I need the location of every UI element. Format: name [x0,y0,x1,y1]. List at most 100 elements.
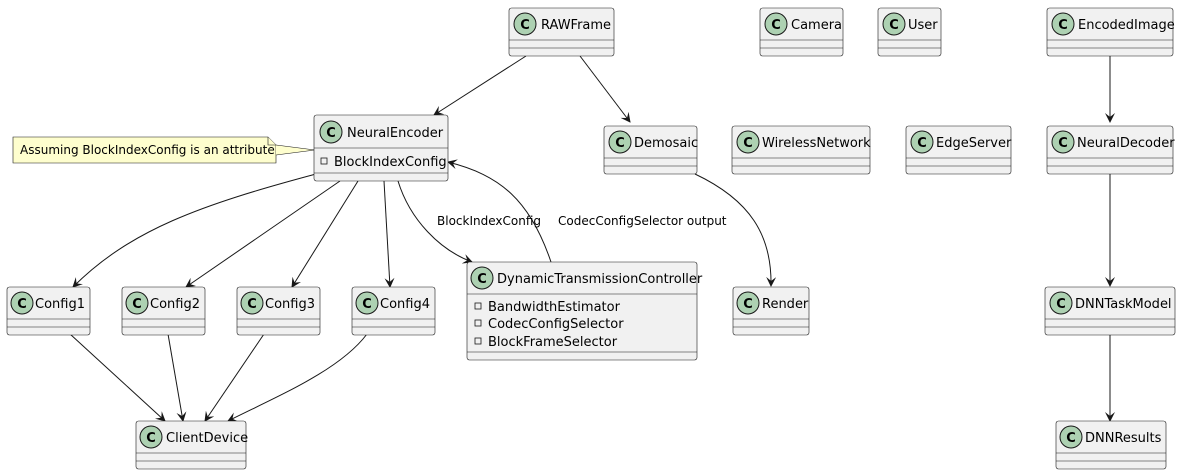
class-name: Camera [791,18,842,33]
edge-neuralencoder-dtc [397,180,473,264]
class-dnntaskmodel[interactable]: C DNNTaskModel [1044,286,1176,336]
class-wirelessnetwork[interactable]: C WirelessNetwork [731,125,871,175]
edge-demosaic-render [694,173,777,287]
class-icon [1051,12,1075,36]
class-icon [10,291,34,315]
note-corner [267,137,276,146]
class-neuralencoder[interactable]: C NeuralEncoder BlockIndexConfig [313,114,449,182]
edges [69,55,1115,422]
note: Assuming BlockIndexConfig is an attribut… [12,136,316,164]
class-name: Config4 [380,297,430,312]
class-name: Config3 [265,297,315,312]
class-icon [1049,291,1073,315]
private-attribute-icon [474,337,482,345]
class-name: DNNTaskModel [1075,297,1172,312]
class-name: WirelessNetwork [762,136,871,151]
note-text: Assuming BlockIndexConfig is an attribut… [20,143,275,157]
class-name: Render [762,297,809,312]
class-icon-glyph: C [771,18,781,33]
edge-rawframe-demosaic [579,55,631,123]
attribute-blockindexconfig: BlockIndexConfig [334,155,447,170]
class-icon-glyph: C [743,297,753,312]
class-name: RAWFrame [541,18,611,33]
edge-rawframe-neuralencoder [433,55,527,116]
edge-neuralencoder-config3 [291,180,359,288]
edge-config4-clientdevice [227,333,368,422]
class-neuraldecoder[interactable]: C NeuralDecoder [1046,125,1175,175]
private-attribute-icon [320,157,328,165]
class-icon-glyph: C [1058,18,1068,33]
class-config1[interactable]: C Config1 [6,286,91,336]
class-encodedimage[interactable]: C EncodedImage [1046,7,1175,57]
class-icon-glyph: C [247,297,257,312]
class-rawframe[interactable]: C RAWFrame [508,7,615,57]
class-icon [1051,130,1075,154]
class-camera[interactable]: C Camera [759,7,844,57]
class-icon [882,12,906,36]
class-dynamictransmissioncontroller[interactable]: C DynamicTransmissionController Bandwidt… [466,261,703,361]
class-config2[interactable]: C Config2 [121,286,206,336]
class-icon-glyph: C [477,272,487,287]
class-icon-glyph: C [615,136,625,151]
edge-config2-clientdevice [167,333,187,422]
edge-config3-clientdevice [204,333,265,422]
edge-neuralencoder-config1 [72,173,317,288]
class-icon [240,291,264,315]
private-attribute-icon [474,302,482,310]
class-icon [764,12,788,36]
class-icon-glyph: C [889,18,899,33]
private-attribute-icon [474,319,482,327]
edge-neuralencoder-config4 [383,180,395,288]
class-name: Config2 [150,297,200,312]
class-name: ClientDevice [166,431,248,446]
class-icon [355,291,379,315]
class-name: DNNResults [1085,431,1162,446]
class-name: EdgeServer [936,136,1012,151]
attribute-blockframeselector: BlockFrameSelector [488,335,618,350]
class-config4[interactable]: C Config4 [351,286,436,336]
class-icon-glyph: C [917,136,927,151]
class-icon-glyph: C [1066,431,1076,446]
class-render[interactable]: C Render [732,286,810,336]
class-icon [608,130,632,154]
class-icon [736,130,760,154]
note-pointer [275,144,316,156]
class-name: NeuralDecoder [1077,136,1175,151]
class-icon [125,291,149,315]
class-name: DynamicTransmissionController [497,272,703,287]
edge-label-codecconfigselector-output: CodecConfigSelector output [558,214,727,228]
class-icon [1059,425,1083,449]
edge-label-blockindexconfig: BlockIndexConfig [437,214,541,228]
class-icon [139,425,163,449]
class-icon [910,130,934,154]
class-clientdevice[interactable]: C ClientDevice [135,420,248,470]
class-icon-glyph: C [326,126,336,141]
class-name: EncodedImage [1078,18,1175,33]
class-icon [736,291,760,315]
class-dnnresults[interactable]: C DNNResults [1055,420,1167,470]
class-user[interactable]: C User [877,7,942,57]
class-icon-glyph: C [520,18,530,33]
edge-neuralencoder-config2 [185,180,341,288]
class-icon [470,266,494,290]
class-demosaic[interactable]: C Demosaic [603,125,698,175]
edge-config1-clientdevice [69,333,166,422]
class-icon-glyph: C [1058,136,1068,151]
class-icon [513,12,537,36]
attribute-codecconfigselector: CodecConfigSelector [488,317,624,332]
class-edgeserver[interactable]: C EdgeServer [905,125,1012,175]
class-icon-glyph: C [132,297,142,312]
class-config3[interactable]: C Config3 [236,286,321,336]
class-icon-glyph: C [146,431,156,446]
attribute-bandwidthestimator: BandwidthEstimator [488,300,621,315]
class-name: Config1 [35,297,85,312]
class-name: NeuralEncoder [347,126,444,141]
edge-dtc-neuralencoder [447,159,552,263]
class-name: Demosaic [634,136,698,151]
class-icon [319,120,343,144]
class-name: User [908,18,938,33]
class-icon-glyph: C [362,297,372,312]
class-icon-glyph: C [17,297,27,312]
